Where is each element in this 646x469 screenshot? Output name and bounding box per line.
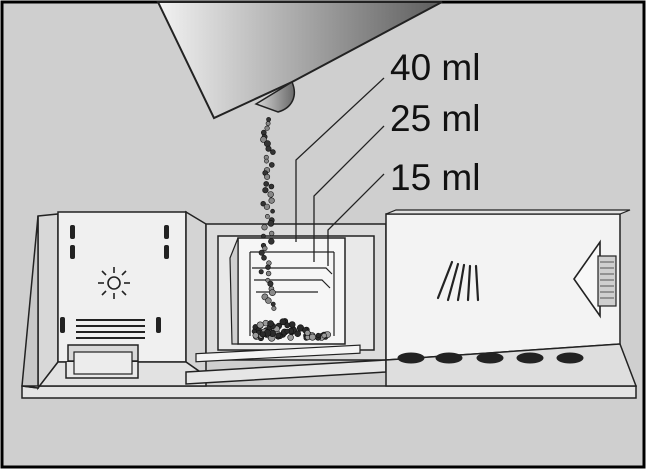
granule [265, 297, 272, 304]
granule [258, 249, 265, 256]
lid-slots [60, 225, 169, 333]
granule [265, 145, 272, 152]
granule [265, 121, 271, 126]
granule [256, 321, 264, 329]
granule [259, 331, 266, 338]
granule [267, 191, 274, 198]
granule [270, 208, 275, 214]
fill-label-40ml: 40 ml [390, 47, 480, 88]
detergent-granules [251, 117, 331, 342]
granule [261, 254, 267, 261]
granule [284, 328, 290, 334]
granule [267, 280, 274, 287]
granule [264, 125, 270, 131]
granule [275, 332, 282, 339]
granule [279, 318, 287, 326]
granule [263, 140, 271, 147]
granule [271, 305, 277, 311]
granule [264, 173, 271, 180]
granule [252, 332, 259, 339]
arrow-indicator-icon [573, 239, 617, 319]
granule [294, 330, 302, 338]
granule [268, 197, 275, 204]
rinse-aid-lines-icon [436, 260, 480, 302]
granule [288, 321, 296, 328]
granule [260, 136, 267, 143]
granule [263, 203, 271, 210]
granule [267, 320, 274, 327]
granule [260, 201, 266, 207]
granule [265, 264, 271, 270]
granule [268, 162, 275, 168]
granule [321, 332, 327, 339]
granule [262, 245, 268, 251]
detergent-lid [21, 210, 207, 391]
granule [267, 220, 275, 227]
granule [304, 329, 311, 336]
granule [270, 149, 276, 155]
granule [268, 183, 275, 190]
lid-latch [65, 344, 139, 379]
rinse-aid-openings [397, 352, 584, 364]
granule [270, 301, 276, 307]
rinse-aid-cover [385, 209, 638, 387]
granule [266, 117, 271, 122]
granule [268, 289, 276, 296]
detergent-bottle-icon [156, 1, 443, 120]
granule [258, 269, 264, 275]
granule [264, 158, 269, 164]
fill-label-15ml: 15 ml [390, 157, 480, 198]
granule [261, 224, 268, 231]
granule [308, 333, 316, 341]
fill-level-marks [252, 267, 333, 293]
detergent-compartment [185, 223, 387, 385]
granule [269, 230, 275, 236]
granule [287, 334, 294, 341]
granule [260, 233, 266, 239]
sun-icon [98, 267, 130, 299]
granule [262, 187, 269, 194]
granule [268, 238, 275, 245]
granule [264, 213, 270, 219]
granule [284, 322, 291, 329]
fill-label-25ml: 25 ml [390, 98, 480, 139]
granule [265, 270, 272, 277]
level-pointer-lines [295, 77, 385, 266]
granule [315, 332, 321, 338]
granule [263, 181, 270, 187]
lid-vents [76, 319, 145, 339]
dispenser-base [21, 385, 637, 399]
